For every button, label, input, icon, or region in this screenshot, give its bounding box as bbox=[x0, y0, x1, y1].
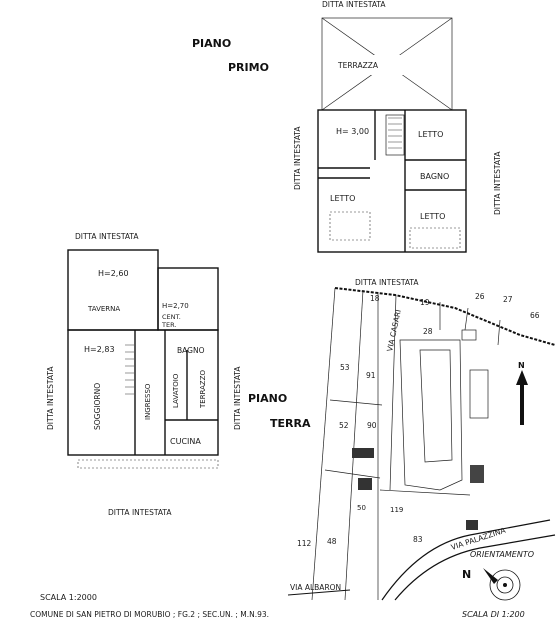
orientation-scale: SCALA DI 1:200 bbox=[462, 610, 525, 619]
ground-owner-top: DITTA INTESTATA bbox=[75, 232, 139, 241]
compass-rose bbox=[483, 568, 521, 601]
ground-room-entrance: INGRESSO bbox=[144, 383, 152, 420]
upper-owner-left: DITTA INTESTATA bbox=[293, 126, 302, 190]
ground-room-boiler: CENT. bbox=[162, 313, 181, 321]
parcel-50: 50 bbox=[357, 504, 366, 512]
parcel-numbers: 18 19 26 27 66 28 53 91 52 90 50 119 112… bbox=[297, 292, 540, 548]
ground-room-terrace: TERRAZZO bbox=[199, 369, 207, 409]
compass-north: N bbox=[462, 568, 471, 581]
upper-floor-plan bbox=[317, 17, 467, 253]
ground-room-tavern: TAVERNA bbox=[87, 305, 120, 313]
ground-room-kitchen: CUCINA bbox=[170, 437, 201, 446]
upper-room-bed1: LETTO bbox=[418, 130, 443, 139]
ground-floor-title-2: TERRA bbox=[270, 417, 311, 430]
upper-room-terrace: TERRAZZA bbox=[337, 61, 379, 70]
upper-room-bath: BAGNO bbox=[420, 172, 449, 181]
site-owner-top: DITTA INTESTATA bbox=[355, 278, 419, 287]
parcel-90: 90 bbox=[367, 421, 377, 430]
parcel-26: 26 bbox=[475, 292, 485, 301]
upper-floor-title-2: PRIMO bbox=[228, 61, 269, 74]
parcel-28: 28 bbox=[423, 327, 433, 336]
ground-room-living: SOGGIORNO bbox=[93, 383, 102, 430]
parcel-112: 112 bbox=[297, 539, 312, 548]
parcel-27: 27 bbox=[503, 295, 513, 304]
parcel-53: 53 bbox=[340, 363, 350, 372]
upper-owner-right: DITTA INTESTATA bbox=[493, 151, 502, 215]
parcel-48: 48 bbox=[327, 537, 337, 546]
street-via-albaron: VIA ALBARON bbox=[290, 583, 341, 592]
ground-h-living: H=2,83 bbox=[84, 345, 115, 354]
parcel-18: 18 bbox=[370, 294, 380, 303]
ground-room-bath: BAGNO bbox=[177, 346, 205, 355]
parcel-66: 66 bbox=[530, 311, 540, 320]
ground-owner-left: DITTA INTESTATA bbox=[46, 366, 55, 430]
upper-room-height: H= 3,00 bbox=[336, 127, 369, 136]
ground-floor-title-1: PIANO bbox=[248, 392, 287, 405]
parcel-91: 91 bbox=[366, 371, 376, 380]
site-plan bbox=[287, 287, 556, 601]
site-north-label: N bbox=[518, 361, 525, 370]
ground-owner-bottom: DITTA INTESTATA bbox=[108, 508, 172, 517]
footer-cadastre: COMUNE DI SAN PIETRO DI MORUBIO ; FG.2 ;… bbox=[30, 610, 269, 619]
ground-floor-plan bbox=[67, 249, 219, 469]
ground-owner-right: DITTA INTESTATA bbox=[233, 366, 242, 430]
upper-floor-title-1: PIANO bbox=[192, 37, 231, 50]
upper-owner-top: DITTA INTESTATA bbox=[322, 0, 386, 9]
parcel-52: 52 bbox=[339, 421, 349, 430]
parcel-119: 119 bbox=[390, 506, 403, 514]
orientation-label: ORIENTAMENTO bbox=[470, 550, 534, 559]
ground-h-tavern: H=2,60 bbox=[98, 269, 129, 278]
parcel-19: 19 bbox=[420, 298, 430, 307]
ground-room-boiler2: TER. bbox=[161, 321, 176, 329]
ground-h-boiler: H=2,70 bbox=[162, 302, 189, 310]
ground-room-laundry: LAVATOIO bbox=[172, 373, 180, 408]
footer-scale: SCALA 1:2000 bbox=[40, 593, 97, 602]
upper-room-bed3: LETTO bbox=[420, 212, 445, 221]
parcel-83: 83 bbox=[413, 535, 423, 544]
upper-room-bed2: LETTO bbox=[330, 194, 355, 203]
